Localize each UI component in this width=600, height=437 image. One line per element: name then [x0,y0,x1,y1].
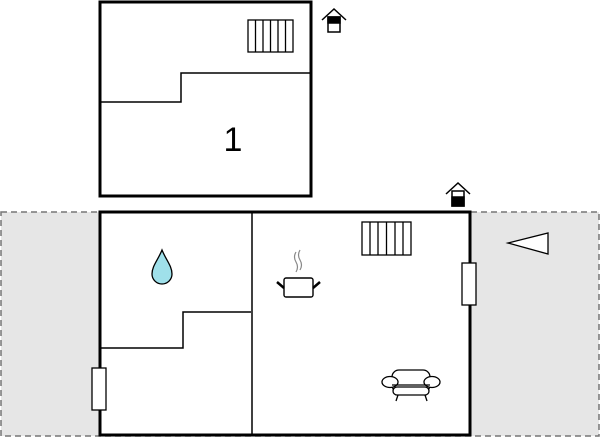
radiator-icon [247,19,294,53]
stairs-outline [101,72,310,103]
floor-label: 1 [224,121,243,159]
upper-floor: 1 [98,0,313,198]
water-drop-icon [151,248,173,285]
direction-arrow-icon [505,232,549,255]
entrance-icon [321,7,347,33]
stairs-outline [101,311,251,349]
window-icon [461,262,477,306]
sofa-icon [381,369,441,402]
window-icon [91,367,107,411]
ground-floor [91,210,477,437]
entrance-icon [445,181,471,207]
cooking-pot-icon [276,249,321,298]
radiator-icon [361,221,412,256]
